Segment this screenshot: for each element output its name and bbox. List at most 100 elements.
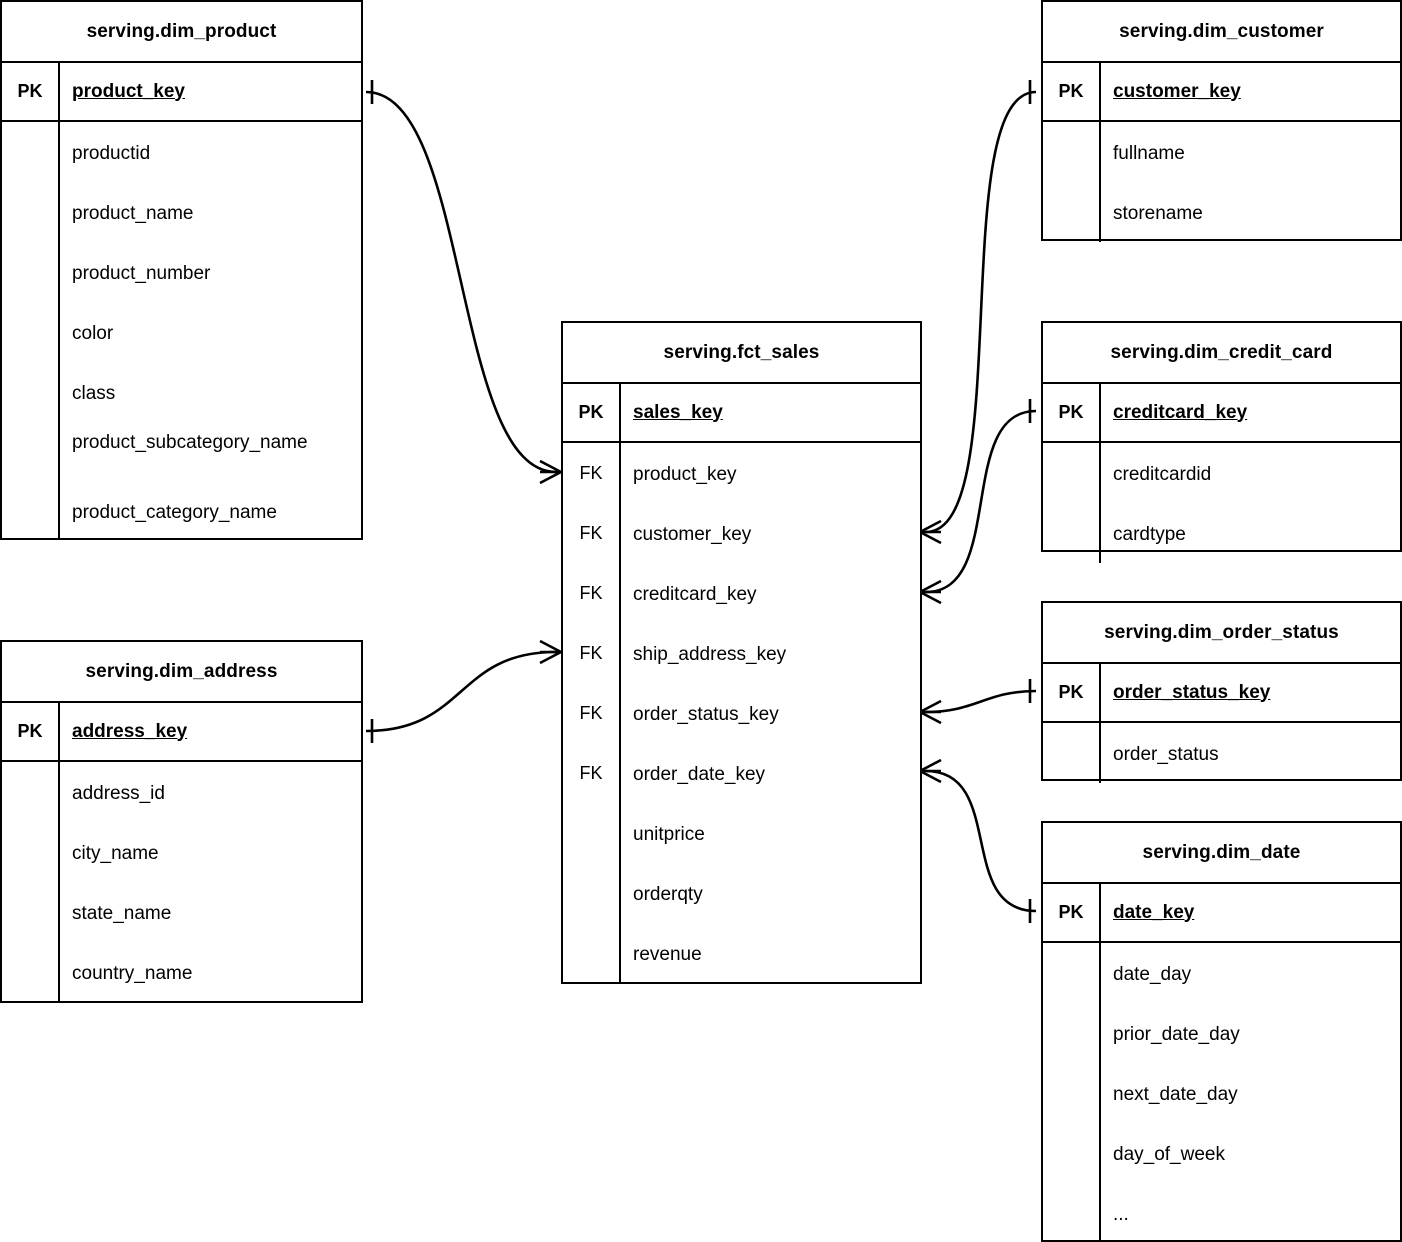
fk-badge: FK xyxy=(563,563,621,623)
edge-customer xyxy=(925,90,1037,534)
edge-address-crowfoot xyxy=(539,639,562,665)
attribute-row: FK customer_key xyxy=(563,503,920,563)
attribute-row: class xyxy=(2,362,361,422)
attribute-row: city_name xyxy=(2,822,361,882)
edge-order-status xyxy=(925,689,1037,714)
attribute-list-dim-customer: fullname storename xyxy=(1043,122,1400,242)
attribute-name: product_subcategory_name xyxy=(60,422,361,484)
attribute-name: ship_address_key xyxy=(633,643,787,665)
key-badge xyxy=(2,822,60,882)
entity-title-fct-sales: serving.fct_sales xyxy=(563,323,920,384)
pk-field-name: product_key xyxy=(72,80,185,102)
key-badge xyxy=(1043,182,1101,242)
pk-row-dim-customer: PK customer_key xyxy=(1043,63,1400,122)
attribute-row: FK product_key xyxy=(563,443,920,503)
attribute-row: unitprice xyxy=(563,803,920,863)
fk-badge: FK xyxy=(563,683,621,743)
attribute-row: FK creditcard_key xyxy=(563,563,920,623)
entity-dim-address[interactable]: serving.dim_address PK address_key addre… xyxy=(0,640,363,1003)
pk-field-name: address_key xyxy=(72,720,188,742)
pk-field-name: sales_key xyxy=(633,401,723,423)
pk-field-name: creditcard_key xyxy=(1113,401,1248,423)
attribute-name: storename xyxy=(1113,202,1203,224)
entity-fct-sales[interactable]: serving.fct_sales PK sales_key FK produc… xyxy=(561,321,922,984)
key-badge xyxy=(1043,1123,1101,1183)
entity-title-dim-date: serving.dim_date xyxy=(1043,823,1400,884)
attribute-name: class xyxy=(72,382,116,404)
entity-dim-product[interactable]: serving.dim_product PK product_key produ… xyxy=(0,0,363,540)
attribute-name: productid xyxy=(72,142,151,164)
pk-row-dim-order-status: PK order_status_key xyxy=(1043,664,1400,723)
key-badge xyxy=(2,942,60,1002)
edge-order-status-crowfoot xyxy=(919,699,942,725)
attribute-list-fct-sales: FK product_key FK customer_key FK credit… xyxy=(563,443,920,983)
attribute-name: date_day xyxy=(1113,963,1192,985)
key-badge xyxy=(1043,1183,1101,1242)
pk-badge: PK xyxy=(1043,384,1101,441)
attribute-row: product_name xyxy=(2,182,361,242)
key-badge xyxy=(2,422,60,484)
fk-badge: FK xyxy=(563,443,621,503)
attribute-row: color xyxy=(2,302,361,362)
pk-badge: PK xyxy=(1043,664,1101,721)
fk-badge: FK xyxy=(563,743,621,803)
pk-badge: PK xyxy=(1043,884,1101,941)
attribute-name: creditcard_key xyxy=(633,583,757,605)
key-badge xyxy=(1043,443,1101,503)
pk-badge: PK xyxy=(563,384,621,441)
key-badge xyxy=(1043,122,1101,182)
entity-dim-order-status[interactable]: serving.dim_order_status PK order_status… xyxy=(1041,601,1402,783)
key-badge xyxy=(1043,943,1101,1003)
pk-row-dim-address: PK address_key xyxy=(2,703,361,762)
key-badge xyxy=(563,863,621,923)
edge-address xyxy=(365,650,557,733)
pk-badge: PK xyxy=(2,63,60,120)
edge-creditcard-crowfoot xyxy=(919,579,942,605)
entity-dim-customer[interactable]: serving.dim_customer PK customer_key ful… xyxy=(1041,0,1402,242)
edge-date-crowfoot xyxy=(919,758,942,784)
entity-title-dim-order-status: serving.dim_order_status xyxy=(1043,603,1400,664)
pk-row-dim-product: PK product_key xyxy=(2,63,361,122)
key-badge xyxy=(2,484,60,538)
attribute-row: fullname xyxy=(1043,122,1400,182)
attribute-row: state_name xyxy=(2,882,361,942)
attribute-row: country_name xyxy=(2,942,361,1002)
attribute-name: product_name xyxy=(72,202,194,224)
pk-badge: PK xyxy=(2,703,60,760)
attribute-name: color xyxy=(72,322,114,344)
attribute-name-text: product_subcategory_name xyxy=(72,432,308,453)
key-badge xyxy=(563,803,621,863)
attribute-row: prior_date_day xyxy=(1043,1003,1400,1063)
attribute-name: product_number xyxy=(72,262,211,284)
key-badge xyxy=(2,182,60,242)
attribute-row: product_category_name xyxy=(2,484,361,538)
attribute-row: day_of_week xyxy=(1043,1123,1400,1183)
key-badge xyxy=(1043,503,1101,563)
key-badge xyxy=(2,762,60,822)
entity-dim-credit-card[interactable]: serving.dim_credit_card PK creditcard_ke… xyxy=(1041,321,1402,563)
attribute-name: city_name xyxy=(72,842,159,864)
attribute-row: FK order_status_key xyxy=(563,683,920,743)
attribute-row: storename xyxy=(1043,182,1400,242)
pk-row-dim-date: PK date_key xyxy=(1043,884,1400,943)
fk-badge: FK xyxy=(563,623,621,683)
pk-row-fct-sales: PK sales_key xyxy=(563,384,920,443)
attribute-name: country_name xyxy=(72,962,193,984)
attribute-row: address_id xyxy=(2,762,361,822)
entity-dim-date[interactable]: serving.dim_date PK date_key date_day pr… xyxy=(1041,821,1402,1242)
pk-field-name: customer_key xyxy=(1113,80,1241,102)
attribute-row: productid xyxy=(2,122,361,182)
edge-creditcard xyxy=(925,409,1037,594)
attribute-name: ... xyxy=(1113,1203,1129,1225)
attribute-list-dim-credit-card: creditcardid cardtype xyxy=(1043,443,1400,563)
pk-field-name: order_status_key xyxy=(1113,681,1271,703)
attribute-row: order_status xyxy=(1043,723,1400,783)
key-badge xyxy=(2,362,60,422)
key-badge xyxy=(563,923,621,983)
pk-field-name: date_key xyxy=(1113,901,1195,923)
attribute-row: FK order_date_key xyxy=(563,743,920,803)
fk-badge: FK xyxy=(563,503,621,563)
attribute-name: order_status xyxy=(1113,743,1219,765)
attribute-row: orderqty xyxy=(563,863,920,923)
attribute-name: revenue xyxy=(633,943,702,965)
